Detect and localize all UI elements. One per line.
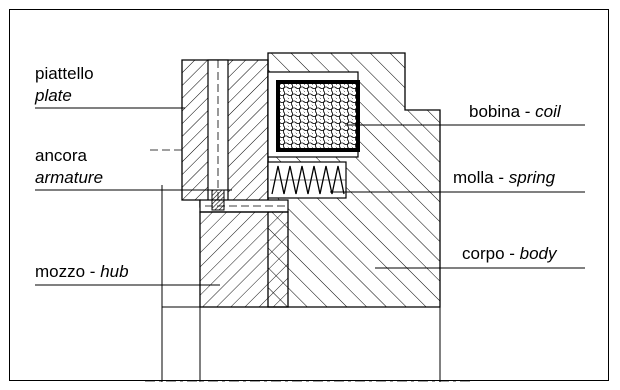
coil-label-italian: bobina - — [469, 102, 536, 121]
coil-part — [267, 71, 360, 158]
left-section-line — [150, 149, 185, 307]
spring-part — [267, 161, 347, 199]
hub-part — [199, 211, 289, 308]
body-label-english: body — [519, 244, 557, 263]
diagram-frame — [9, 9, 609, 381]
coil-label-english: coil — [535, 102, 561, 121]
coil-label: bobina - coil — [469, 102, 561, 122]
spring-label-italian: molla - — [453, 168, 509, 187]
spring-label: molla - spring — [453, 168, 555, 188]
body-label: corpo - body — [462, 244, 557, 264]
leader-lines — [35, 107, 585, 286]
body-label-italian: corpo - — [462, 244, 520, 263]
hub-label-italian: mozzo - — [35, 262, 101, 281]
hub-label: mozzo - hub — [35, 262, 129, 282]
shaft-lines — [145, 306, 470, 382]
plate-label-italian: piattello — [35, 64, 94, 83]
armature-label-italian: ancora — [35, 146, 87, 165]
armature-label-english: armature — [35, 168, 104, 187]
plate-label-english: plate — [35, 86, 72, 105]
hub-label-english: hub — [100, 262, 129, 281]
spring-label-english: spring — [508, 168, 556, 187]
plate-part — [181, 59, 269, 208]
